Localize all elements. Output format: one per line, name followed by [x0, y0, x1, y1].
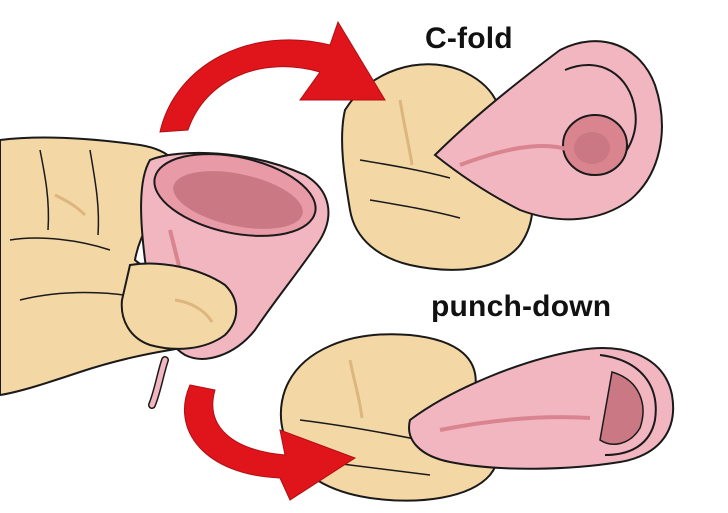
punch-down-label: punch-down [431, 290, 612, 323]
arrow-to-c-fold [159, 20, 386, 133]
arrow-to-punch-down [184, 384, 357, 501]
c-fold-cup [433, 40, 663, 221]
hand-holding-open-cup [0, 136, 330, 409]
c-fold-label: C-fold [425, 22, 513, 55]
hand-holding-punch-down-cup [279, 333, 675, 502]
hand-holding-c-fold-cup [341, 40, 663, 271]
left-hand-thumb [120, 262, 238, 350]
